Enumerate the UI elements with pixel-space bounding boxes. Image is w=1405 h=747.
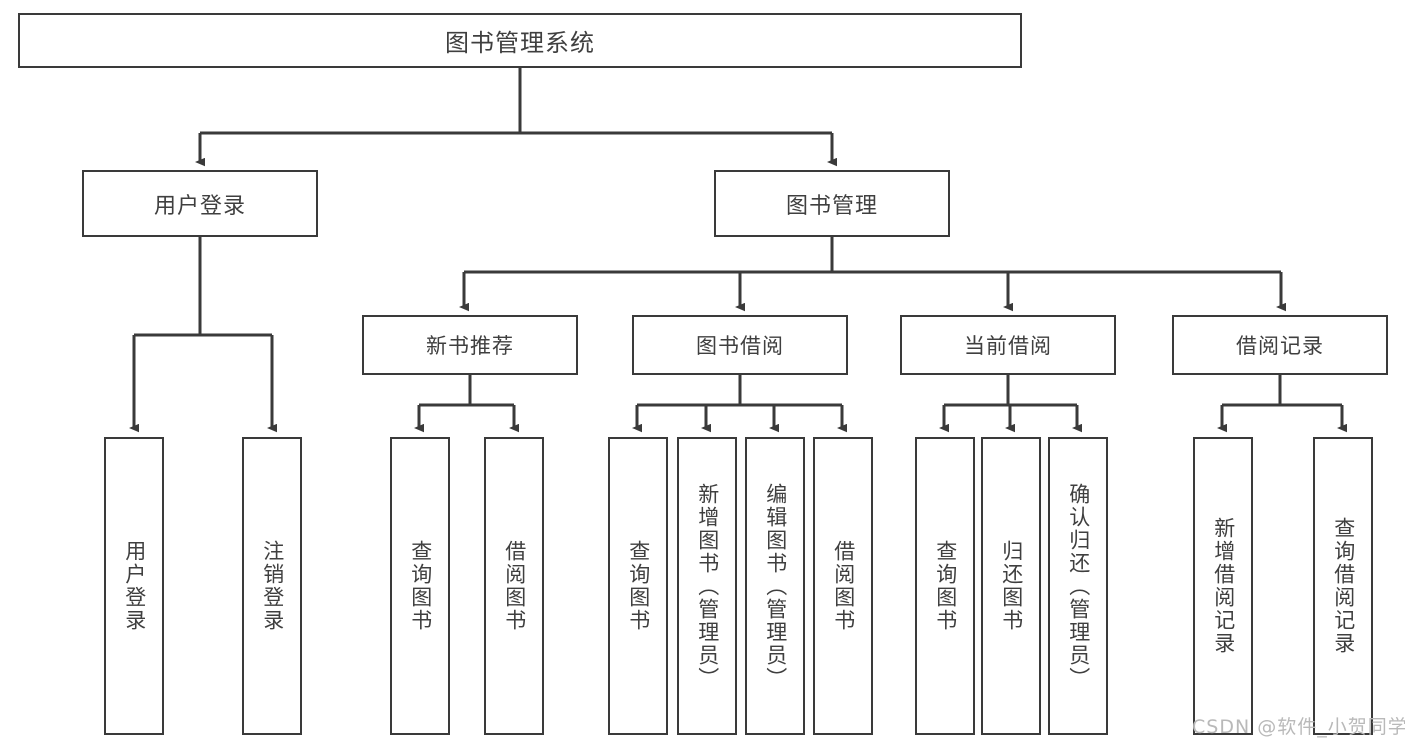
node-label: 图书管理: [785, 193, 878, 219]
leaf-label: 借阅图书: [502, 540, 527, 632]
node-root-book-management-system[interactable]: 图书管理系统: [18, 13, 1022, 68]
leaf-logout[interactable]: 注销登录: [242, 437, 302, 735]
leaf-label: 借阅图书: [831, 540, 856, 632]
leaf-return-books[interactable]: 归还图书: [981, 437, 1041, 735]
leaf-query-books-current[interactable]: 查询图书: [915, 437, 975, 735]
node-current-borrow[interactable]: 当前借阅: [900, 315, 1116, 375]
leaf-query-borrow-record[interactable]: 查询借阅记录: [1313, 437, 1373, 735]
csdn-watermark: CSDN @软件_小贺同学: [1192, 716, 1405, 738]
node-borrow-records[interactable]: 借阅记录: [1172, 315, 1388, 375]
leaf-confirm-return-admin[interactable]: 确认归还（管理员）: [1048, 437, 1108, 735]
leaf-label: 编辑图书（管理员）: [763, 482, 788, 690]
node-book-management[interactable]: 图书管理: [714, 170, 950, 237]
leaf-user-login[interactable]: 用户登录: [104, 437, 164, 735]
node-label: 当前借阅: [964, 334, 1052, 358]
leaf-query-books-borrow[interactable]: 查询图书: [608, 437, 668, 735]
node-label: 图书借阅: [696, 334, 784, 358]
leaf-add-borrow-record[interactable]: 新增借阅记录: [1193, 437, 1253, 735]
leaf-add-book-admin[interactable]: 新增图书（管理员）: [677, 437, 737, 735]
leaf-edit-book-admin[interactable]: 编辑图书（管理员）: [745, 437, 805, 735]
node-label: 图书管理系统: [445, 29, 595, 57]
node-new-book-recommendation[interactable]: 新书推荐: [362, 315, 578, 375]
leaf-query-books-new-recommendation[interactable]: 查询图书: [390, 437, 450, 735]
node-user-login[interactable]: 用户登录: [82, 170, 318, 237]
leaf-label: 查询借阅记录: [1331, 517, 1356, 655]
leaf-label: 新增借阅记录: [1211, 517, 1236, 655]
node-book-borrow[interactable]: 图书借阅: [632, 315, 848, 375]
leaf-label: 查询图书: [933, 540, 958, 632]
node-label: 新书推荐: [426, 334, 514, 358]
leaf-label: 查询图书: [626, 540, 651, 632]
leaf-borrow-books[interactable]: 借阅图书: [813, 437, 873, 735]
leaf-label: 归还图书: [999, 540, 1024, 632]
leaf-label: 新增图书（管理员）: [695, 482, 720, 690]
node-label: 用户登录: [153, 193, 246, 219]
leaf-label: 查询图书: [408, 540, 433, 632]
leaf-label: 注销登录: [260, 540, 285, 632]
node-label: 借阅记录: [1236, 334, 1324, 358]
leaf-label: 用户登录: [122, 540, 147, 632]
leaf-borrow-books-new-recommendation[interactable]: 借阅图书: [484, 437, 544, 735]
leaf-label: 确认归还（管理员）: [1066, 482, 1091, 690]
